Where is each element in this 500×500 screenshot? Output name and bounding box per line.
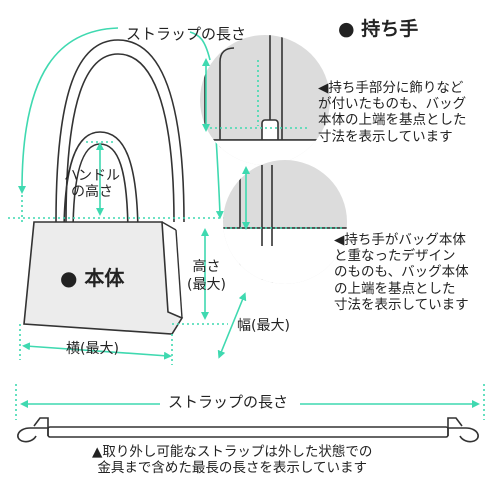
handle-outer bbox=[63, 131, 139, 239]
note-removable-strap-line: ▲取り外し可能なストラップは外した状態での bbox=[92, 444, 373, 460]
note-decorated-handle-line: 寸法を表示しています bbox=[318, 128, 453, 145]
width-label: 横(最大) bbox=[66, 341, 119, 357]
strap-length-label-top: ストラップの長さ bbox=[126, 25, 247, 43]
note-decorated-handle-line: が付いたものも、バッグ bbox=[318, 96, 467, 113]
detail-circle-decorated bbox=[200, 35, 330, 165]
strap-length-label-bottom: ストラップの長さ bbox=[168, 393, 289, 411]
note-decorated-handle: ◀持ち手部分に飾りなど が付いたものも、バッグ 本体の上端を基点とした 寸法を表… bbox=[318, 80, 467, 145]
note-overlapping-handle-line: 寸法を表示しています bbox=[334, 296, 469, 313]
body-section-title: ● 本体 bbox=[60, 266, 125, 290]
depth-label: 幅(最大) bbox=[237, 318, 290, 334]
height-label-line1: 高さ bbox=[192, 259, 221, 275]
handle-height-label-line2: の高さ bbox=[71, 184, 113, 201]
shoulder-strap-inner bbox=[65, 53, 175, 223]
note-overlapping-handle-line: ◀持ち手がバッグ本体 bbox=[334, 232, 466, 248]
detached-strap bbox=[17, 417, 479, 443]
strap-length-arc bbox=[22, 27, 211, 190]
note-decorated-handle-line: ◀持ち手部分に飾りなど bbox=[318, 80, 464, 96]
note-overlapping-handle-line: のものも、バッグ本体 bbox=[334, 264, 469, 281]
shoulder-strap-outer bbox=[55, 39, 185, 223]
height-label: 高さ (最大) bbox=[187, 258, 226, 294]
note-overlapping-handle-line: と重なったデザイン bbox=[334, 248, 456, 265]
note-overlapping-handle-line: の上端を基点とした bbox=[334, 280, 456, 297]
height-label-line2: (最大) bbox=[187, 277, 226, 294]
handle-height-label: ハンドル の高さ bbox=[64, 168, 120, 200]
handle-height-label-line1: ハンドル bbox=[64, 168, 120, 184]
note-removable-strap-line: 金具まで含めた最長の長さを表示しています bbox=[97, 460, 367, 477]
handle-section-title: ● 持ち手 bbox=[338, 18, 419, 40]
note-removable-strap: ▲取り外し可能なストラップは外した状態での 金具まで含めた最長の長さを表示してい… bbox=[92, 444, 372, 476]
note-overlapping-handle: ◀持ち手がバッグ本体 と重なったデザイン のものも、バッグ本体 の上端を基点とし… bbox=[334, 232, 469, 313]
note-decorated-handle-line: 本体の上端を基点とした bbox=[318, 112, 467, 129]
